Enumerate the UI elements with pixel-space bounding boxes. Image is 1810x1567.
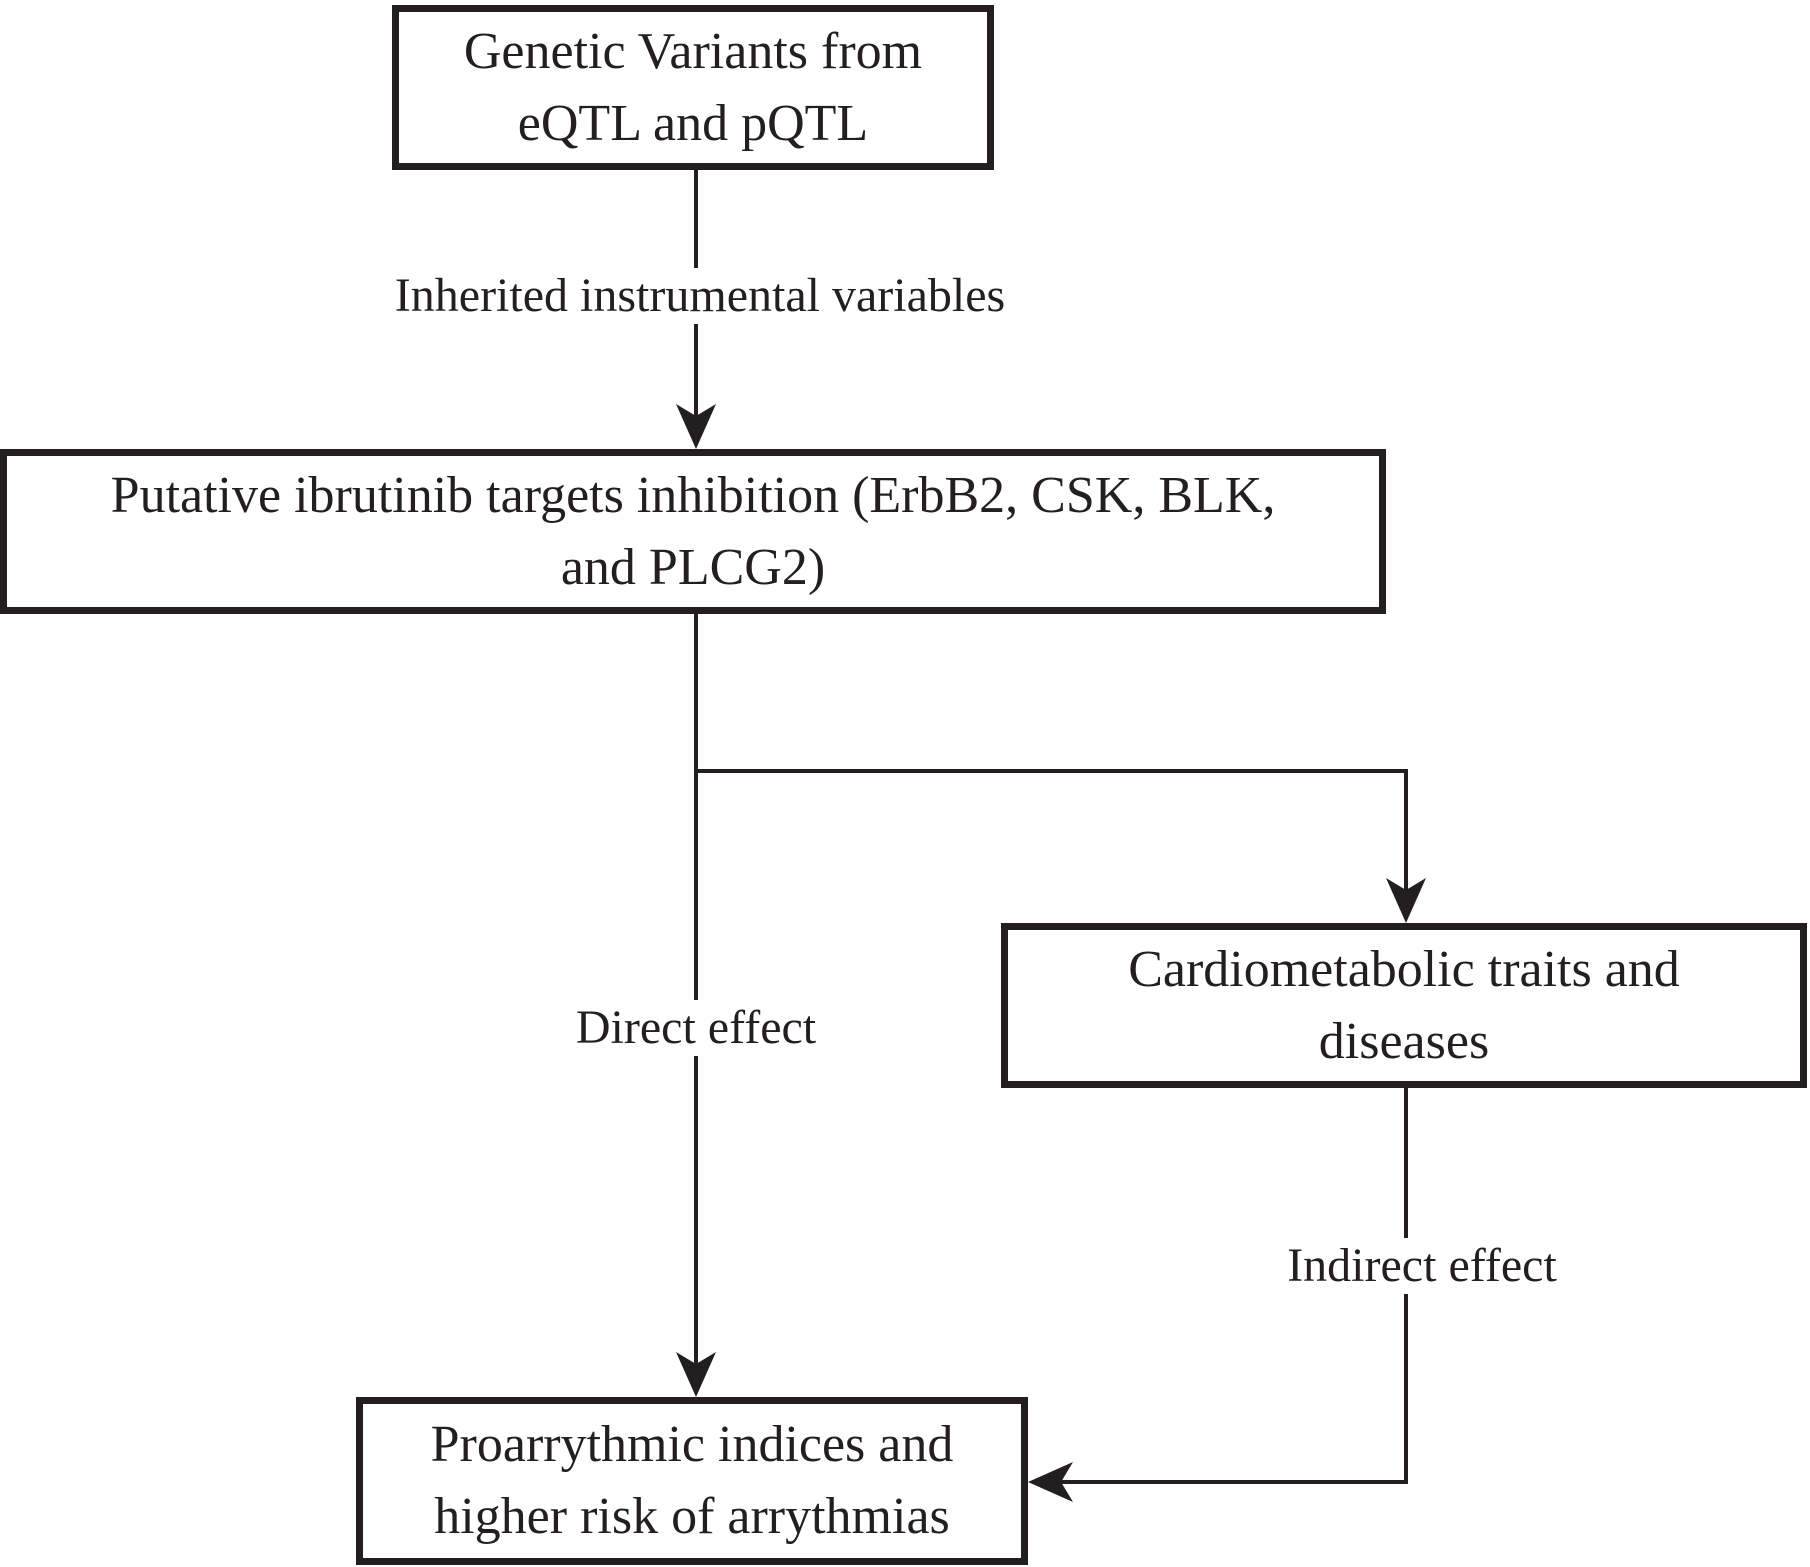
ibrutinib-targets-text: Putative ibrutinib targets inhibition (E… bbox=[110, 466, 1276, 596]
arrowhead-indirect bbox=[1028, 1462, 1073, 1502]
arrow-to-cardio bbox=[696, 769, 1408, 919]
proarrhythmic-text: Proarrythmic indices and higher risk of … bbox=[430, 1416, 954, 1545]
ibrutinib-targets-box: Putative ibrutinib targets inhibition (E… bbox=[0, 449, 1386, 614]
arrowhead-inherited bbox=[676, 404, 716, 449]
genetic-variants-box: Genetic Variants from eQTL and pQTL bbox=[392, 5, 994, 170]
proarrhythmic-box: Proarrythmic indices and higher risk of … bbox=[356, 1397, 1028, 1565]
arrowhead-direct bbox=[676, 1352, 716, 1397]
direct-effect-label: Direct effect bbox=[571, 1000, 821, 1056]
indirect-effect-label: Indirect effect bbox=[1283, 1238, 1561, 1294]
genetic-variants-text: Genetic Variants from eQTL and pQTL bbox=[463, 22, 923, 152]
arrow-indirect bbox=[1032, 1088, 1408, 1484]
inherited-label: Inherited instrumental variables bbox=[390, 268, 1010, 324]
arrowhead-cardio bbox=[1386, 878, 1426, 923]
cardiometabolic-text: Cardiometabolic traits and diseases bbox=[1128, 940, 1680, 1070]
cardiometabolic-box: Cardiometabolic traits and diseases bbox=[1001, 923, 1807, 1088]
